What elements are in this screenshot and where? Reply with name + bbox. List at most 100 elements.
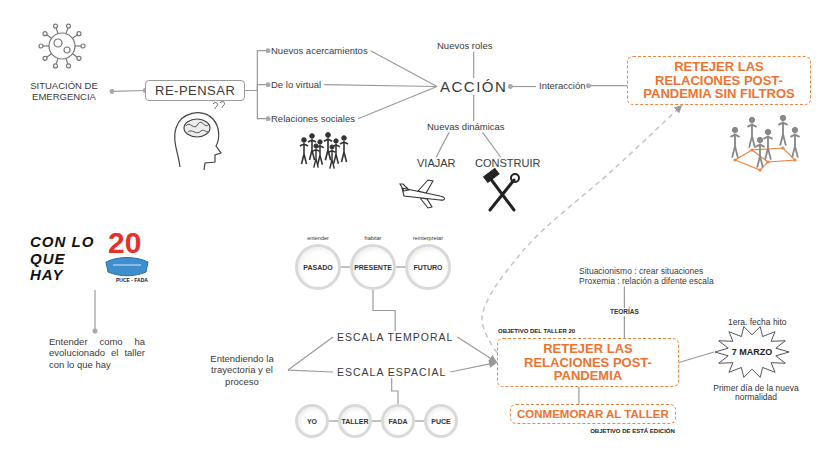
brain-folds: [186, 122, 209, 132]
connector: [473, 51, 474, 78]
person-head: [326, 133, 331, 138]
face-mask: [106, 258, 148, 276]
text-node: CONSTRUIR: [472, 157, 543, 170]
connector: [112, 90, 145, 92]
brain-head-icon: [175, 102, 225, 170]
virus-spike: [43, 45, 49, 46]
node-text: ACCIÓN: [440, 78, 507, 95]
wrench-head: [511, 174, 519, 182]
person-body: [300, 143, 308, 164]
leader-line: [94, 290, 95, 331]
virus-spike: [73, 54, 78, 58]
heading-text: entender: [298, 236, 338, 242]
people-group: [300, 133, 348, 169]
process-box: RE-PENSAR: [145, 80, 245, 101]
virus-spike-tip: [54, 64, 58, 68]
person-body: [340, 141, 348, 162]
goal-box: CONMEMORAR AL TALLEROBJETIVO DE ESTÁ EDI…: [510, 404, 676, 424]
text-node: Situacionismo : crear situacionesProxemi…: [576, 266, 717, 286]
connector: [436, 132, 449, 157]
connector: [245, 85, 268, 91]
connection-node: [750, 148, 753, 151]
connector: [288, 337, 333, 370]
connection-node: [758, 168, 761, 171]
hammer-head: [484, 168, 499, 182]
person-head: [765, 129, 770, 134]
person-body: [790, 133, 799, 157]
brain: [184, 119, 210, 137]
connection-node: [781, 146, 784, 149]
node-text: Nuevos roles: [437, 40, 492, 51]
node-text: ESCALA TEMPORAL: [337, 331, 453, 343]
airplane-icon: [400, 180, 445, 208]
virus-spike-tip: [54, 24, 58, 28]
connector: [329, 420, 338, 421]
person-body: [747, 123, 756, 147]
connection-node: [733, 158, 736, 161]
connector: [372, 420, 381, 421]
virus-spike-tip: [43, 32, 47, 36]
text-node: Nuevos acercamientos: [268, 45, 371, 56]
person-head: [334, 139, 338, 143]
scale-node: ESCALA ESPACIAL: [333, 366, 450, 378]
node-text: YO: [307, 418, 317, 425]
person-head: [314, 144, 318, 148]
person-head: [757, 137, 762, 142]
node-text: PASADO: [303, 264, 332, 271]
circle-node: PUCE: [424, 404, 458, 438]
person-head: [749, 117, 754, 122]
edge-label: TEORÍAS: [608, 308, 641, 316]
person-head: [318, 140, 322, 144]
goal-box: OBJETIVO DEL TALLER 20RETEJER LAS RELACI…: [497, 338, 679, 387]
person-body: [755, 143, 764, 167]
circle-node: reinterpretarFUTURO: [405, 244, 451, 290]
node-text: TALLER: [341, 418, 368, 425]
connector: [373, 290, 395, 331]
person-head: [732, 127, 737, 132]
virus-spike-tip: [77, 56, 81, 60]
node-text: Relaciones sociales: [271, 113, 355, 124]
star-shape: [715, 327, 789, 378]
logo-text: CON LO QUE HAY: [30, 234, 102, 284]
text-node: Entender como ha evolucionado el taller …: [46, 336, 148, 370]
node-text: ESCALA ESPACIAL: [337, 366, 446, 378]
person-head: [342, 136, 347, 141]
connection-node: [793, 158, 796, 161]
heading-text: reinterpretar: [408, 236, 448, 242]
person-body: [328, 150, 335, 169]
tools-icon: [484, 168, 519, 210]
airplane: [400, 180, 445, 208]
virus-spike-tip: [66, 64, 70, 68]
connector: [245, 91, 268, 119]
virus-spike-tip: [66, 24, 70, 28]
connector: [358, 87, 437, 119]
virus-spike: [66, 28, 68, 34]
node-text: FADA: [388, 418, 407, 425]
virus-spike-tip: [81, 44, 85, 48]
leader-dot: [93, 329, 98, 334]
node-text: RETEJER LAS RELACIONES POST-PANDEMIA SIN…: [634, 60, 804, 101]
connector: [510, 86, 536, 87]
logo-mask: [106, 258, 148, 276]
person-head: [302, 138, 307, 143]
virus-spike-tip: [43, 56, 47, 60]
node-text: SITUACIÓN DE EMERGENCIA: [19, 80, 109, 103]
text-node: Interacción: [536, 80, 588, 91]
connector: [324, 85, 437, 87]
connector: [473, 95, 474, 121]
connector: [483, 132, 501, 157]
node-text: Proxemia : relación a difente escala: [579, 276, 714, 286]
virus-body: [49, 33, 75, 59]
heading-text: OBJETIVO DEL TALLER 20: [498, 328, 575, 334]
node-text: RE-PENSAR: [155, 83, 235, 98]
node-text: 7 MARZO: [732, 347, 773, 357]
node-text: CONMEMORAR AL TALLER: [517, 408, 669, 420]
node-text: Entendiendo la trayectoria y el proceso: [199, 353, 285, 387]
virus-spike: [47, 54, 52, 58]
node-text: PRESENTE: [354, 264, 392, 271]
connector: [679, 352, 714, 362]
circle-node: habitarPRESENTE: [350, 244, 396, 290]
connector: [396, 266, 405, 267]
node-text: Nuevos acercamientos: [271, 45, 368, 56]
virus-spot: [64, 47, 70, 53]
